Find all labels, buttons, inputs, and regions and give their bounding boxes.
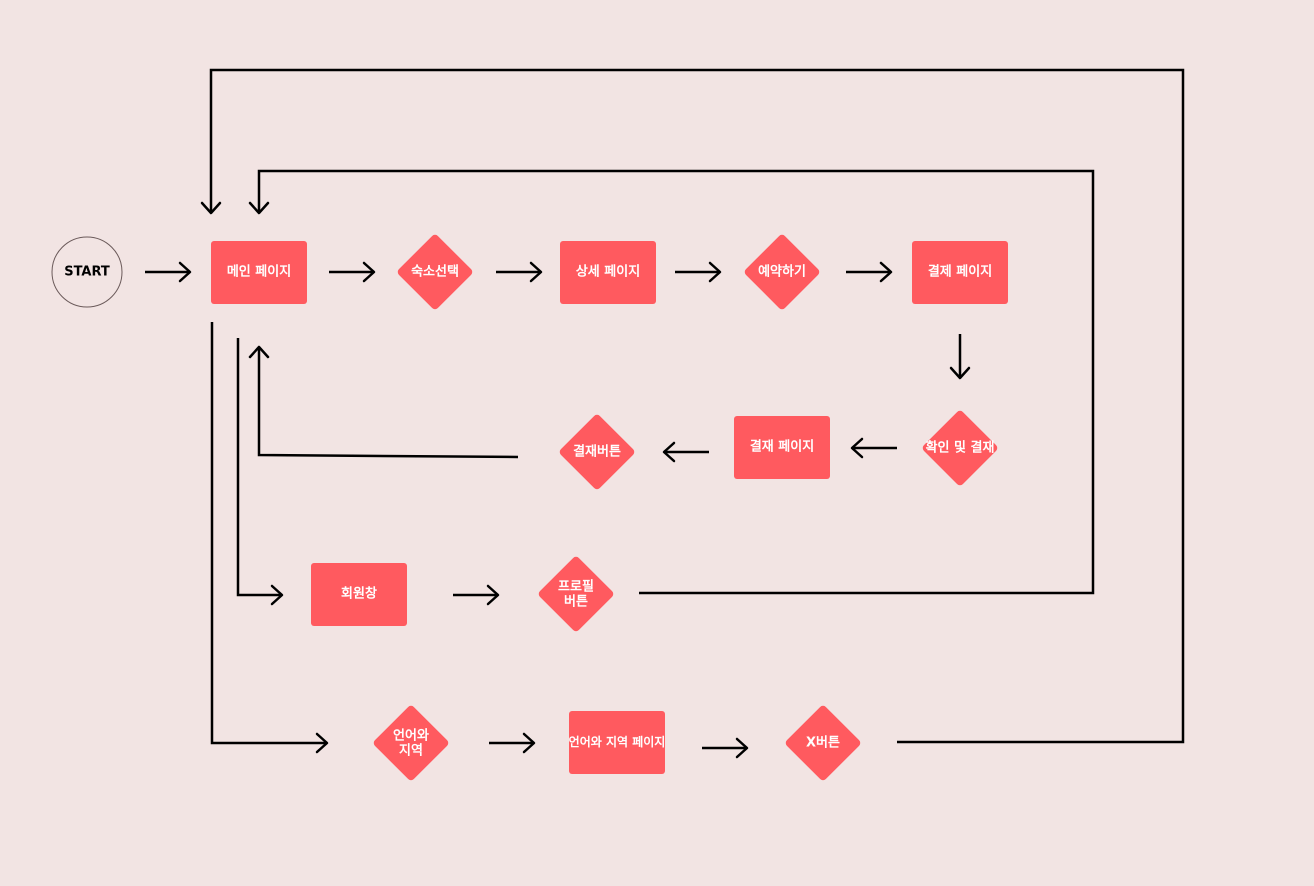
x-button-label: X버튼: [806, 735, 840, 751]
language-region-node: 언어와 지역: [373, 705, 449, 781]
profile-button-node: 프로필 버튼: [538, 556, 614, 632]
connector-main-to-member: [236, 338, 281, 597]
language-region-label-line2: 지역: [399, 743, 423, 759]
x-button-node: X버튼: [785, 705, 861, 781]
arrowhead-member-to-profile: [486, 584, 500, 606]
arrowhead-start-to-main: [178, 261, 192, 283]
arrowhead-confirm-to-payment2: [850, 437, 864, 459]
arrowhead-main-to-language: [315, 732, 329, 754]
reserve-node: 예약하기: [744, 234, 820, 310]
start-node: START: [51, 236, 123, 308]
profile-button-label-line1: 프로필: [558, 580, 594, 595]
arrowhead-select-to-detail: [529, 261, 543, 283]
language-region-page-node: 언어와 지역 페이지: [569, 711, 666, 774]
payment-button-node: 결재버튼: [559, 414, 635, 490]
connector-profile-to-main: [257, 169, 1095, 595]
detail-page-label: 상세 페이지: [576, 264, 640, 280]
payment-page-label: 결제 페이지: [928, 264, 992, 280]
arrowhead-button-to-main: [248, 345, 270, 359]
payment-page-2-node: 결재 페이지: [734, 416, 830, 479]
confirm-payment-node: 확인 및 결재: [922, 410, 998, 486]
profile-button-label-line2: 버튼: [564, 594, 588, 610]
language-region-label-line1: 언어와: [393, 728, 429, 744]
payment-page-2-label: 결재 페이지: [750, 439, 814, 455]
select-lodging-node: 숙소선택: [397, 234, 473, 310]
arrowhead-payment2-to-button: [662, 441, 676, 463]
connector-button-to-main: [257, 348, 519, 459]
connector-xbutton-to-main: [209, 68, 1185, 744]
detail-page-node: 상세 페이지: [560, 241, 656, 304]
arrowhead-page-to-xbutton: [735, 737, 749, 759]
member-window-label: 회원창: [341, 586, 377, 602]
arrowhead-detail-to-reserve: [708, 261, 722, 283]
arrowhead-outer-loop: [200, 201, 222, 215]
language-region-page-label: 언어와 지역 페이지: [569, 734, 666, 749]
arrowhead-reserve-to-payment: [879, 261, 893, 283]
arrowhead-main-to-select: [362, 261, 376, 283]
reserve-label: 예약하기: [758, 264, 806, 280]
connector-main-to-language: [210, 322, 326, 745]
start-label: START: [64, 265, 110, 280]
arrowhead-payment-to-confirm: [949, 366, 971, 380]
arrowhead-language-to-page: [522, 732, 536, 754]
payment-page-node: 결제 페이지: [912, 241, 1008, 304]
payment-button-label: 결재버튼: [573, 444, 621, 460]
arrowhead-inner-loop: [248, 201, 270, 215]
select-lodging-label: 숙소선택: [411, 264, 459, 280]
member-window-node: 회원창: [311, 563, 407, 626]
arrowhead-main-to-member: [270, 584, 284, 606]
main-page-label: 메인 페이지: [227, 264, 291, 280]
main-page-node: 메인 페이지: [211, 241, 307, 304]
confirm-payment-label: 확인 및 결재: [926, 440, 995, 456]
